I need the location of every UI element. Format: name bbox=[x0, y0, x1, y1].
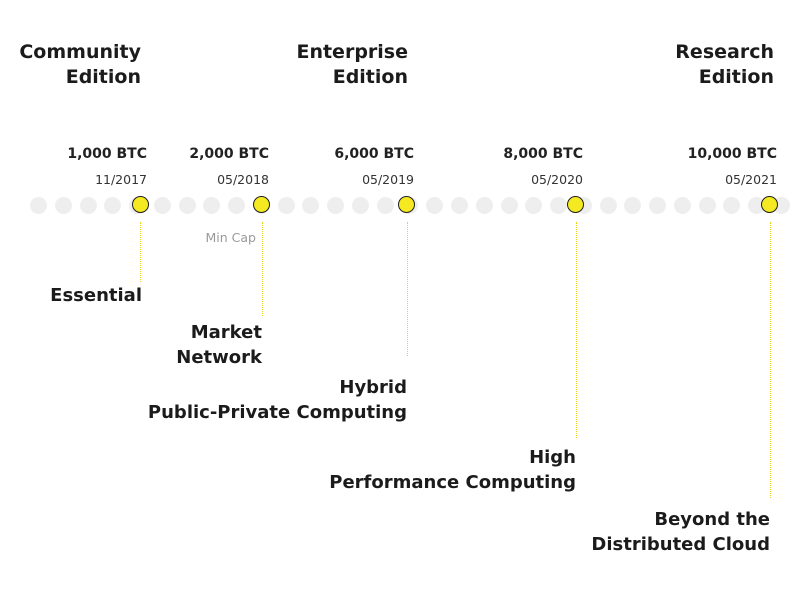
milestone-date: 05/2020 bbox=[531, 172, 583, 187]
feature-label-hybrid: Hybrid Public-Private Computing bbox=[148, 375, 407, 425]
track-dot bbox=[475, 196, 493, 214]
track-dot bbox=[698, 196, 716, 214]
track-dot bbox=[178, 196, 196, 214]
track-dot bbox=[673, 196, 691, 214]
track-dot bbox=[79, 196, 97, 214]
track-dot bbox=[525, 196, 543, 214]
milestone-amount: 10,000 BTC bbox=[687, 146, 777, 162]
feature-line: Performance Computing bbox=[329, 472, 576, 493]
connector-line bbox=[407, 222, 408, 356]
feature-line: Network bbox=[176, 347, 262, 368]
milestone-marker bbox=[567, 196, 584, 213]
feature-line: Hybrid bbox=[339, 377, 407, 398]
feature-label-essential: Essential bbox=[50, 283, 142, 308]
edition-subtitle: Edition bbox=[65, 66, 141, 88]
milestone-date: 05/2021 bbox=[725, 172, 777, 187]
milestone-amount: 6,000 BTC bbox=[334, 146, 414, 162]
feature-line: Essential bbox=[50, 285, 142, 306]
track-dot bbox=[302, 196, 320, 214]
connector-line bbox=[140, 222, 141, 282]
feature-label-distributed-cloud: Beyond the Distributed Cloud bbox=[591, 507, 770, 557]
edition-title: Enterprise bbox=[296, 41, 408, 63]
track-dot bbox=[624, 196, 642, 214]
track-dot bbox=[599, 196, 617, 214]
feature-line: Market bbox=[190, 322, 262, 343]
edition-title: Research bbox=[675, 41, 774, 63]
track-dot bbox=[228, 196, 246, 214]
edition-research: Research Edition bbox=[675, 40, 774, 90]
milestone-date: 11/2017 bbox=[95, 172, 147, 187]
milestone-amount: 2,000 BTC bbox=[189, 146, 269, 162]
track-dot bbox=[54, 196, 72, 214]
connector-line bbox=[770, 222, 771, 498]
track-dot bbox=[376, 196, 394, 214]
feature-line: Distributed Cloud bbox=[591, 534, 770, 555]
milestone-marker bbox=[398, 196, 415, 213]
milestone-date: 05/2018 bbox=[217, 172, 269, 187]
milestone-marker bbox=[761, 196, 778, 213]
feature-line: Public-Private Computing bbox=[147, 402, 407, 423]
edition-community: Community Edition bbox=[19, 40, 141, 90]
edition-subtitle: Edition bbox=[332, 66, 408, 88]
track-dot bbox=[723, 196, 741, 214]
track-dot bbox=[550, 196, 568, 214]
milestone-marker bbox=[132, 196, 149, 213]
track-dot bbox=[203, 196, 221, 214]
track-dot bbox=[104, 196, 122, 214]
milestone-date: 05/2019 bbox=[362, 172, 414, 187]
edition-enterprise: Enterprise Edition bbox=[296, 40, 408, 90]
feature-label-market-network: Market Network bbox=[176, 320, 262, 370]
track-dot bbox=[500, 196, 518, 214]
track-dot bbox=[277, 196, 295, 214]
feature-line: Beyond the bbox=[654, 509, 770, 530]
track-dot bbox=[327, 196, 345, 214]
milestone-amount: 8,000 BTC bbox=[503, 146, 583, 162]
track-dot bbox=[451, 196, 469, 214]
track-dot bbox=[153, 196, 171, 214]
edition-subtitle: Edition bbox=[698, 66, 774, 88]
track-dot bbox=[649, 196, 667, 214]
milestone-marker bbox=[253, 196, 270, 213]
connector-line bbox=[262, 222, 263, 316]
feature-label-high-performance: High Performance Computing bbox=[329, 445, 576, 495]
milestone-amount: 1,000 BTC bbox=[67, 146, 147, 162]
connector-line bbox=[576, 222, 577, 438]
track-dot bbox=[351, 196, 369, 214]
track-dot bbox=[748, 196, 766, 214]
track-dot bbox=[426, 196, 444, 214]
track-dot bbox=[30, 196, 47, 214]
edition-title: Community bbox=[19, 41, 141, 63]
min-cap-note: Min Cap bbox=[205, 230, 256, 245]
feature-line: High bbox=[529, 447, 576, 468]
